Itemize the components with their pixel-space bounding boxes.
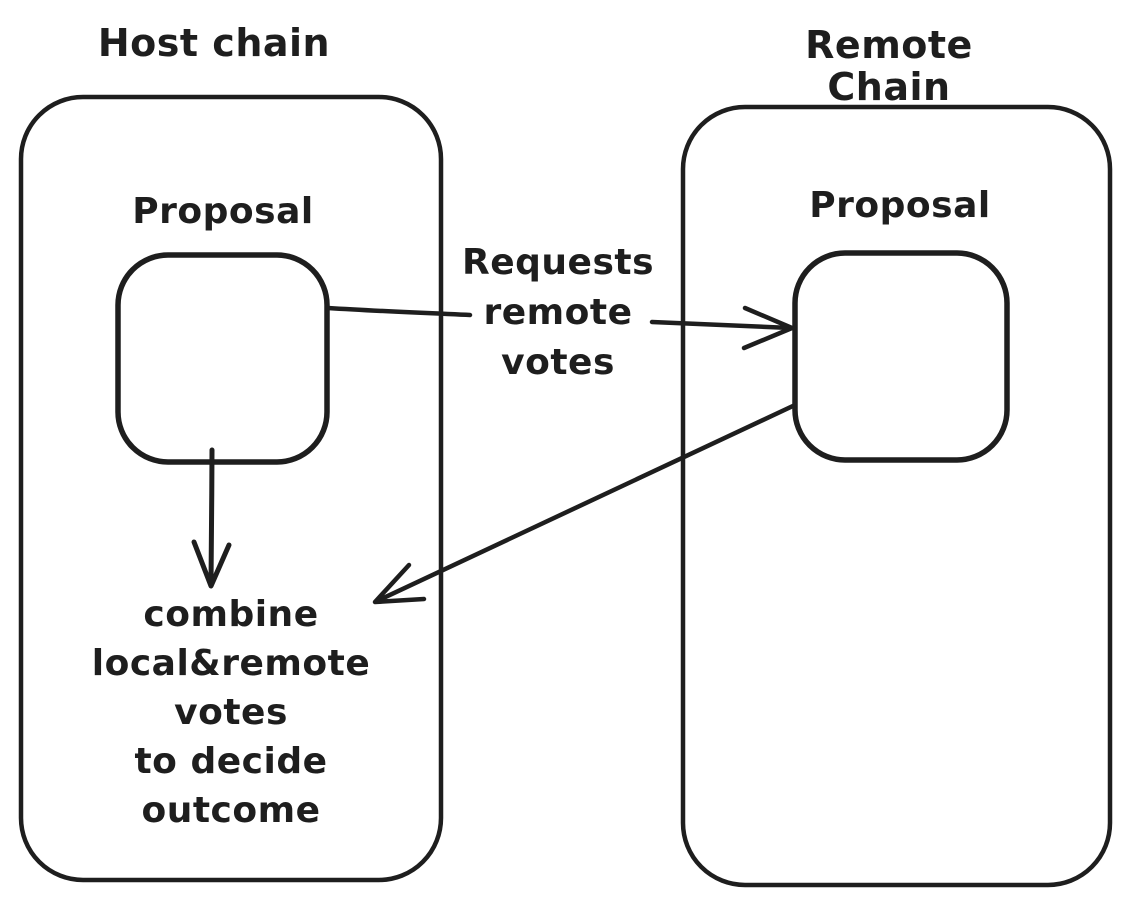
remote-proposal-label[interactable]: Proposal	[809, 185, 991, 226]
host-chain-box[interactable]	[18, 94, 444, 883]
remote-proposal-node[interactable]	[792, 250, 1010, 463]
remote-votes-return-arrow[interactable]	[372, 402, 798, 605]
combine-votes-note[interactable]: combine local&remote votes to decide out…	[91, 594, 371, 831]
host-chain-title[interactable]: Host chain	[97, 21, 331, 65]
requests-votes-arrow[interactable]	[649, 305, 795, 351]
local-votes-arrow[interactable]	[191, 447, 232, 589]
remote-chain-title[interactable]: Remote Chain	[805, 23, 973, 109]
host-proposal-label[interactable]: Proposal	[132, 191, 314, 232]
requests-remote-votes-label[interactable]: Requests remote votes	[461, 242, 655, 383]
requests-connector-tail[interactable]	[325, 305, 473, 318]
remote-chain-box[interactable]	[680, 104, 1113, 888]
host-proposal-node[interactable]	[115, 252, 330, 465]
